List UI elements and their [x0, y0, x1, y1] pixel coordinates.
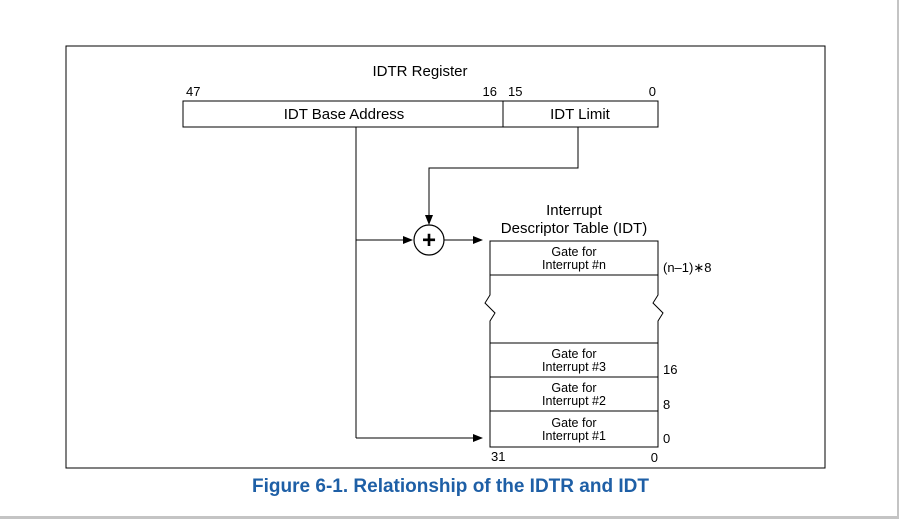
bit-label-47: 47 — [186, 84, 200, 99]
table-bit-31: 31 — [491, 449, 505, 464]
gate-n-cell — [489, 240, 659, 276]
idtr-register-box — [182, 100, 659, 128]
register-title: IDTR Register — [372, 63, 467, 80]
gate-2-line2: Interrupt #2 — [542, 394, 606, 408]
gate-n-line2: Interrupt #n — [542, 258, 606, 272]
bit-label-15: 15 — [508, 84, 522, 99]
gate-1-offset: 0 — [663, 431, 670, 446]
gate-1-line1: Gate for — [551, 416, 596, 430]
plus-icon: + — [422, 227, 436, 254]
gate-2-offset: 8 — [663, 397, 670, 412]
gate-n-offset: (n–1)∗8 — [663, 260, 711, 275]
gate-3-cell — [489, 342, 659, 378]
gate-1-line2: Interrupt #1 — [542, 429, 606, 443]
figure-caption: Figure 6-1. Relationship of the IDTR and… — [252, 476, 649, 497]
limit-field: IDT Limit — [550, 106, 611, 123]
table-break-right — [652, 275, 664, 343]
table-break-left — [484, 275, 496, 343]
bit-label-0: 0 — [649, 84, 656, 99]
gate-n-line1: Gate for — [551, 245, 596, 259]
base-address-field: IDT Base Address — [284, 106, 405, 123]
gate-3-line1: Gate for — [551, 347, 596, 361]
gate-3-offset: 16 — [663, 362, 677, 377]
figure-frame — [65, 45, 826, 469]
bit-label-16: 16 — [483, 84, 497, 99]
gate-1-cell — [489, 410, 659, 448]
table-title-line2: Descriptor Table (IDT) — [501, 220, 647, 237]
table-title-line1: Interrupt — [546, 202, 603, 219]
table-bit-0: 0 — [651, 450, 658, 465]
gate-2-cell — [489, 376, 659, 412]
gate-2-line1: Gate for — [551, 381, 596, 395]
gate-3-line2: Interrupt #3 — [542, 360, 606, 374]
limit-arrow — [425, 127, 579, 225]
